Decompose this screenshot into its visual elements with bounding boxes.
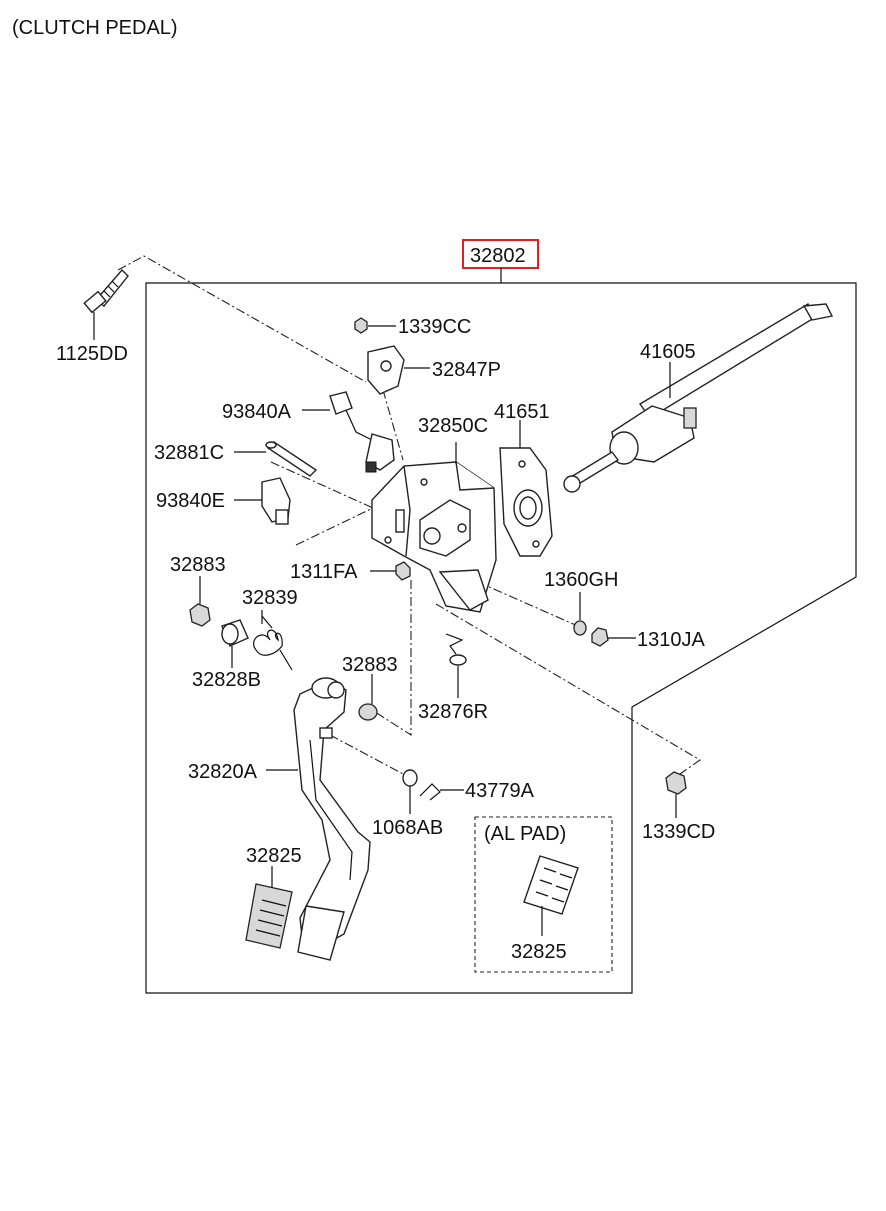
al-pad-32825 [523, 855, 579, 915]
shaft-alignment-line [371, 580, 412, 737]
clip-43779A [419, 783, 441, 801]
bushing-32883-lower [358, 703, 378, 721]
label-93840E[interactable]: 93840E [156, 490, 225, 512]
pedal-arm-32820A [293, 677, 371, 945]
pedal-bracket-32850C [371, 461, 497, 613]
label-32825[interactable]: 32825 [246, 845, 302, 867]
label-1339CD[interactable]: 1339CD [642, 821, 715, 843]
stopper-32876R [445, 633, 467, 666]
diagram-title: (CLUTCH PEDAL) [12, 17, 178, 39]
label-43779A[interactable]: 43779A [465, 780, 535, 802]
pedal-pad-32825 [245, 883, 345, 961]
master-cyl-alignment-line [477, 581, 581, 628]
nut-alignment-line [435, 603, 702, 775]
washer-1360GH [573, 620, 587, 636]
label-1068AB[interactable]: 1068AB [372, 817, 443, 839]
gasket-41651 [499, 447, 553, 557]
label-32883-upper[interactable]: 32883 [170, 554, 226, 576]
nut-1311FA [395, 561, 411, 581]
label-41651[interactable]: 41651 [494, 401, 550, 423]
switch-93840A [329, 391, 395, 473]
label-32820A[interactable]: 32820A [188, 761, 258, 783]
pin-alignment-line [270, 461, 374, 509]
assembly-number[interactable]: 32802 [470, 245, 526, 267]
al-pad-inset-box [474, 816, 613, 973]
label-1360GH[interactable]: 1360GH [544, 569, 619, 591]
al-pad-label[interactable]: (AL PAD) [484, 823, 566, 845]
switch-93840E [261, 477, 291, 525]
bracket-32847P [367, 345, 405, 395]
label-93840A[interactable]: 93840A [222, 401, 292, 423]
bolt-alignment-line [117, 255, 367, 383]
spring-32839 [253, 615, 293, 671]
bolt-1125DD [83, 268, 129, 314]
assembly-outline [145, 282, 857, 994]
nut-1339CC [354, 317, 368, 334]
label-32876R[interactable]: 32876R [418, 701, 488, 723]
label-1311FA[interactable]: 1311FA [290, 561, 358, 583]
label-1125DD[interactable]: 1125DD [56, 343, 128, 365]
label-1310JA[interactable]: 1310JA [637, 629, 705, 651]
label-41605[interactable]: 41605 [640, 341, 696, 363]
label-32847P[interactable]: 32847P [432, 359, 501, 381]
collar-32828B [221, 619, 249, 647]
nut-1339CD [665, 771, 687, 795]
label-32839[interactable]: 32839 [242, 587, 298, 609]
label-1339CC[interactable]: 1339CC [398, 316, 471, 338]
label-32883-lower[interactable]: 32883 [342, 654, 398, 676]
label-32828B[interactable]: 32828B [192, 669, 261, 691]
nut-1310JA [591, 627, 609, 647]
bushing-32883-upper [189, 603, 211, 627]
bracket-alignment-line [382, 389, 404, 461]
al-pad-part-label[interactable]: 32825 [511, 941, 567, 963]
label-32850C[interactable]: 32850C [418, 415, 488, 437]
washer-1068AB [402, 769, 418, 787]
master-cylinder-41605 [563, 302, 834, 493]
label-32881C[interactable]: 32881C [154, 442, 224, 464]
clip-alignment-line [329, 734, 406, 776]
pin-32881C [265, 441, 318, 477]
switch-alignment-line [295, 507, 374, 546]
